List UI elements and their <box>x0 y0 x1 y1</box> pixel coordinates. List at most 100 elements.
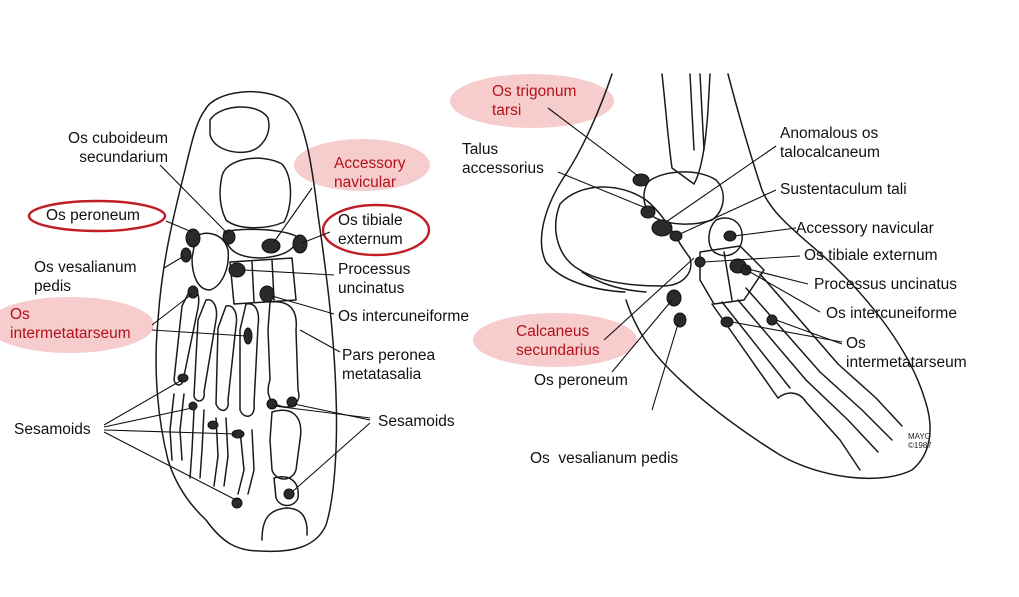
ring-os-tibiale-externum-left <box>321 203 431 257</box>
leader-peroneum <box>165 220 193 233</box>
label-sustentaculum-tali: Sustentaculum tali <box>780 181 907 198</box>
fibula-hint <box>689 73 705 151</box>
label-anomalous-os-talocalcaneum: Anomalous os talocalcaneum <box>780 125 880 161</box>
leader-trigonum <box>547 107 639 177</box>
label-processus-uncinatus-right: Processus uncinatus <box>814 276 958 293</box>
leader-accessory-navicular-right <box>733 227 797 237</box>
leader-intermetatarseum-2 <box>151 329 247 337</box>
leader-talocalcaneum <box>665 145 777 223</box>
label-pars-peronea-metatasalia: Pars peronea metatasalia <box>342 347 436 383</box>
highlight-calcaneus-secundarius <box>473 313 637 367</box>
leader-sesamoid-l2 <box>103 407 193 428</box>
ossicle-intermetatarseum-right-2 <box>766 314 778 326</box>
leader-talus-accessorius <box>557 171 647 209</box>
leader-tibiale-externum-right <box>703 255 801 263</box>
sesamoid-r1 <box>266 398 278 410</box>
phalanges-right <box>777 363 903 471</box>
leader-sesamoid-l3 <box>103 429 237 435</box>
leader-lines-left <box>103 164 371 501</box>
cuboid <box>191 232 230 291</box>
label-calcaneus-secundarius: Calcaneus secundarius <box>516 323 600 359</box>
ossicle-vesalianum-right <box>673 312 687 328</box>
talus-right <box>643 171 724 225</box>
label-sesamoids-left: Sesamoids <box>14 421 91 438</box>
leader-intercuneiforme <box>271 295 335 315</box>
ossicle-intercuneiforme-right <box>740 264 752 276</box>
label-processus-uncinatus-left: Processus uncinatus <box>338 261 411 297</box>
label-os-vesalianum-pedis-left: Os vesalianum pedis <box>34 259 137 295</box>
highlight-accessory-navicular-left <box>294 139 430 191</box>
phalanges-toe-3 <box>213 417 229 487</box>
cuneiforms-right <box>699 245 765 305</box>
ossicles-left <box>177 228 308 509</box>
navicular <box>223 228 297 259</box>
leader-uncinatus-right <box>743 267 809 285</box>
sesamoid-r2 <box>286 396 298 408</box>
leader-vesalianum-right <box>651 323 679 411</box>
phalanges-toe-2 <box>237 429 255 495</box>
label-os-intercuneiforme-right: Os intercuneiforme <box>826 305 957 322</box>
phalanges-hallux <box>269 409 302 507</box>
leader-sustentaculum <box>679 189 777 235</box>
label-os-intermetatarseum-left: Os intermetatarseum <box>10 306 131 342</box>
leader-sesamoid-r3 <box>291 422 371 493</box>
label-os-cuboideum-secundarium: Os cuboideum secundarium <box>68 130 168 166</box>
calcaneus-left <box>209 106 270 154</box>
ossicles-right <box>632 173 778 328</box>
leg-skin-posterior <box>540 73 626 293</box>
leader-sesamoid-l1 <box>103 379 183 426</box>
foot-medial-view <box>540 73 931 480</box>
label-accessory-navicular-right: Accessory navicular <box>796 220 934 237</box>
sesamoid-l1 <box>177 373 189 383</box>
label-sesamoids-right: Sesamoids <box>378 413 455 430</box>
leader-pars-peronea <box>299 329 341 353</box>
phalanges-toe-4 <box>189 409 205 479</box>
ossicle-talus-accessorius <box>640 205 656 219</box>
highlight-os-trigonum-tarsi <box>450 74 614 128</box>
ossicle-cuboideum-secundarium <box>222 229 236 245</box>
metatarsal-4 <box>193 299 218 402</box>
metatarsal-2 <box>239 303 260 417</box>
sesamoid-r3 <box>283 488 295 500</box>
ossicle-intermetatarseum-right <box>720 316 734 328</box>
leader-accessory-navicular <box>273 187 313 243</box>
metatarsal-3 <box>215 305 238 412</box>
foot-dorsal-view <box>155 91 338 553</box>
leader-tibiale-externum <box>301 231 331 244</box>
label-os-intercuneiforme-left: Os intercuneiforme <box>338 308 469 325</box>
leader-peroneum-right <box>611 299 673 373</box>
talus-head <box>219 157 292 229</box>
leader-lines-right <box>547 107 843 411</box>
artist-signature: MAYO ©1987 <box>908 432 932 450</box>
leader-sesamoid-r2 <box>293 403 371 421</box>
leader-vesalianum <box>163 255 185 269</box>
label-os-vesalianum-pedis-right: Os vesalianum pedis <box>530 450 679 467</box>
phalanges-toe-5 <box>169 393 185 461</box>
leader-cuboideum <box>159 164 229 235</box>
leader-uncinatus <box>243 269 335 276</box>
leader-intermetatarseum-right-2 <box>775 319 843 345</box>
navicular-right <box>708 217 743 257</box>
leader-sesamoid-r1 <box>273 405 371 419</box>
tibia <box>661 73 711 185</box>
ossicle-tibiale-externum-left <box>292 234 308 254</box>
label-talus-accessorius: Talus accessorius <box>462 141 544 177</box>
label-os-peroneum-left: Os peroneum <box>46 207 140 224</box>
metatarsal-1 <box>267 301 300 408</box>
foot-outline-left <box>155 91 338 553</box>
label-os-intermetatarseum-right: Os intermetatarseum <box>846 335 967 371</box>
ossicle-accessory-navicular-left <box>261 238 281 254</box>
highlight-os-intermetatarseum-left <box>0 297 154 353</box>
sesamoid-l5 <box>231 497 243 509</box>
heel-fat-pad <box>581 271 647 293</box>
leg-skin-anterior <box>625 73 931 480</box>
leader-intermetatarseum-right <box>731 321 843 343</box>
ossicle-sustentaculum <box>669 230 683 242</box>
label-os-tibiale-externum-right: Os tibiale externum <box>804 247 938 264</box>
ring-os-peroneum-left <box>27 199 167 233</box>
leader-intercuneiforme-right <box>749 271 821 313</box>
label-os-tibiale-externum-left: Os tibiale externum <box>338 212 403 248</box>
label-os-trigonum-tarsi: Os trigonum tarsi <box>492 83 577 119</box>
ossicle-peroneum-left <box>185 228 201 248</box>
